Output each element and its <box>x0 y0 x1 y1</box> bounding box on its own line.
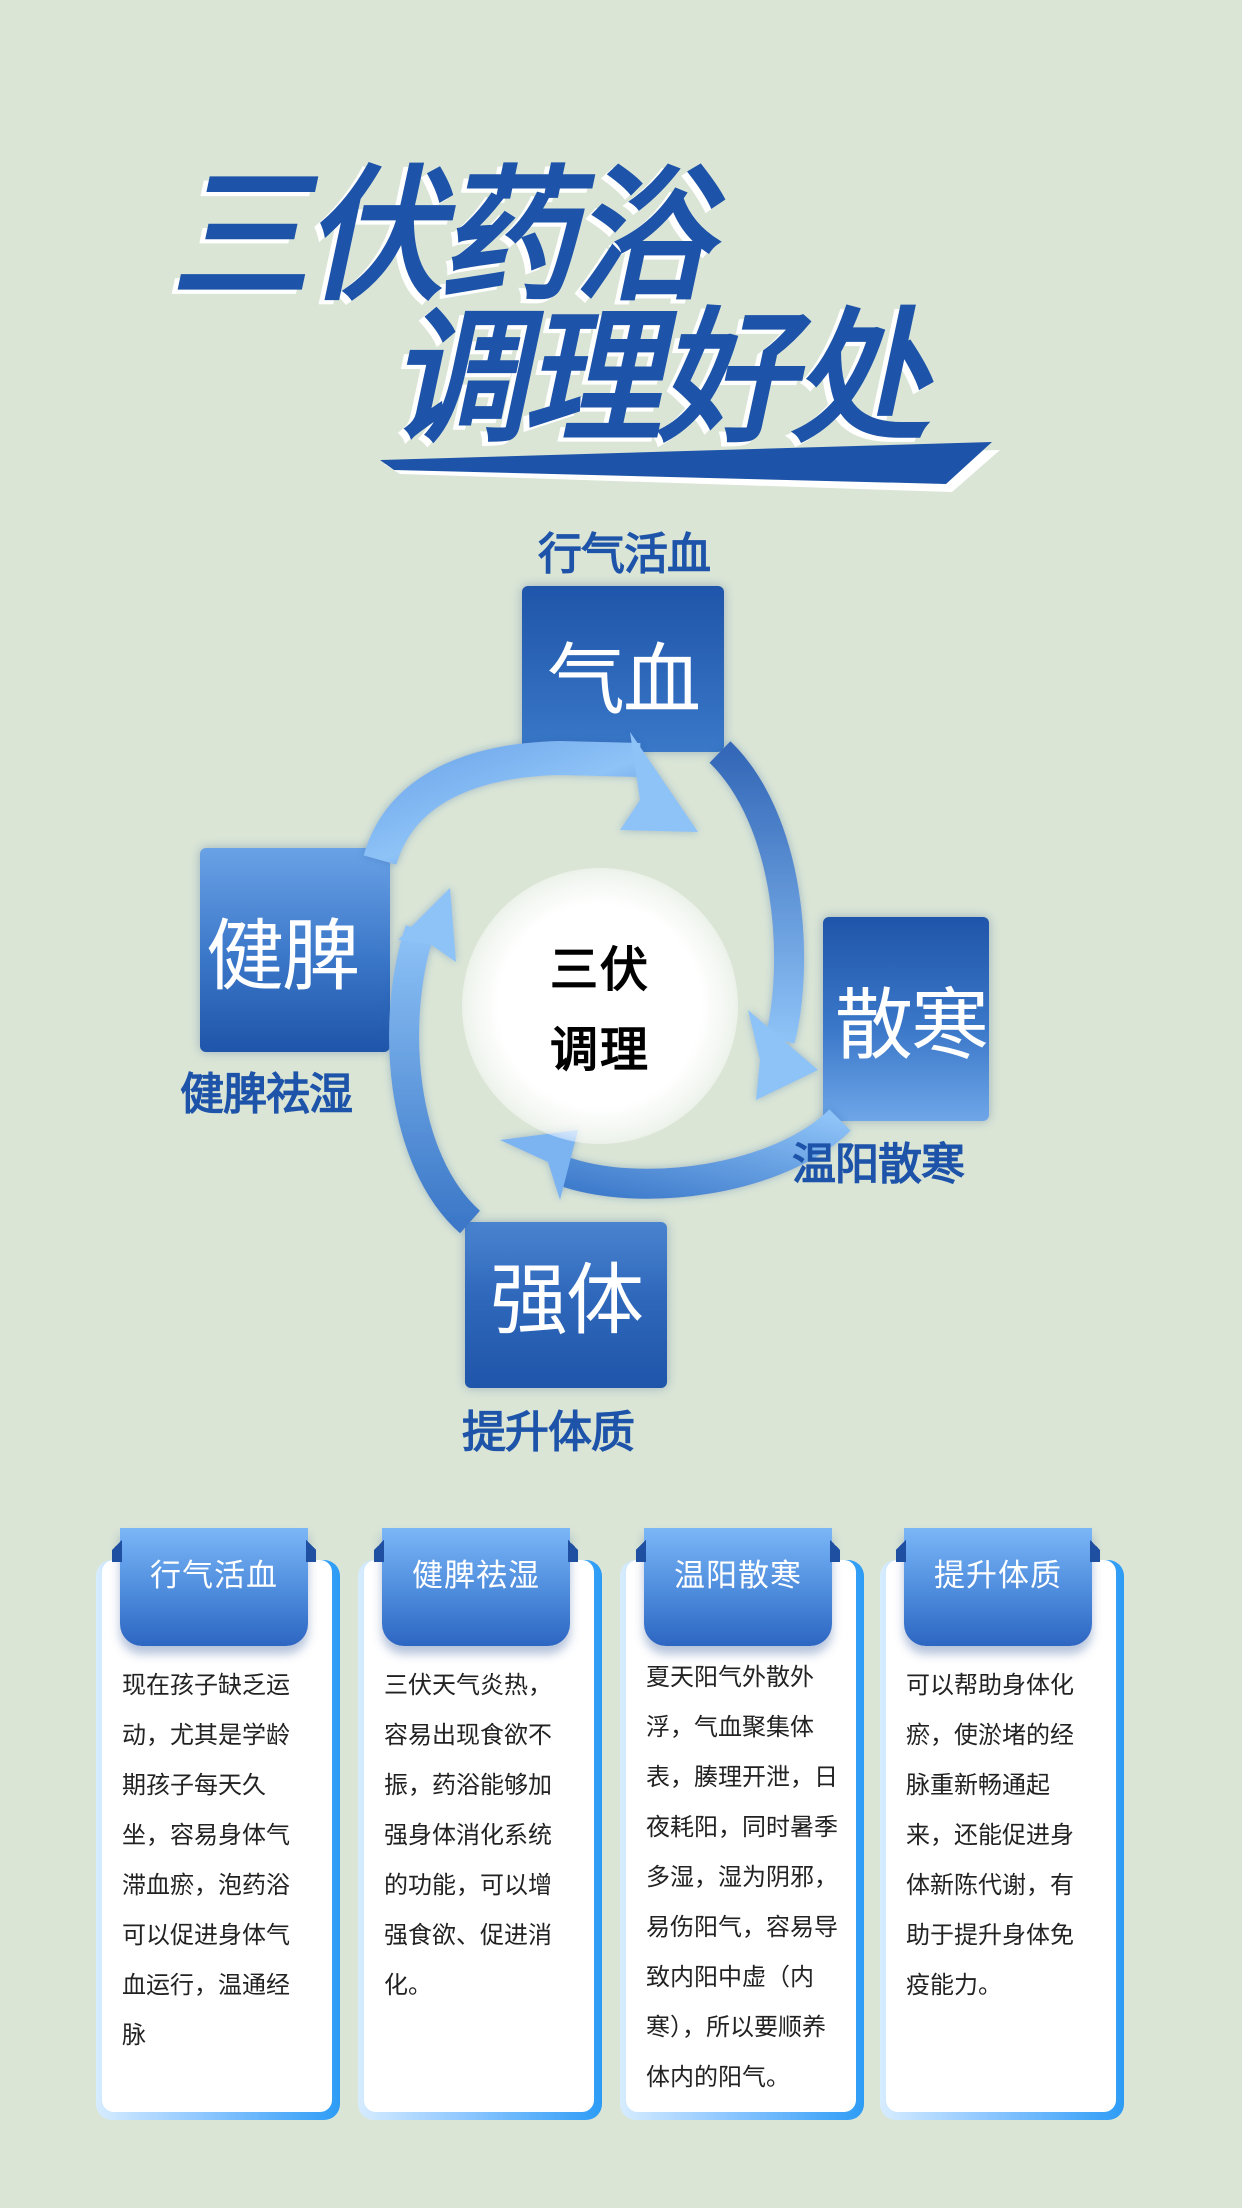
node-qiangti: 强体 <box>465 1222 667 1388</box>
card-body: 三伏天气炎热， 容易出现食欲不 振，药浴能够加 强身体消化系统 的功能，可以增 … <box>384 1671 552 1999</box>
caption-sanhan: 温阳散寒 <box>792 1139 965 1190</box>
benefit-card-qixue: 行气活血 现在孩子缺乏运 动，尤其是学龄 期孩子每天久 坐，容易身体气 滞血瘀，… <box>96 1528 340 2120</box>
card-body: 现在孩子缺乏运 动，尤其是学龄 期孩子每天久 坐，容易身体气 滞血瘀，泡药浴 可… <box>122 1671 290 2049</box>
card-inner <box>102 1560 332 2112</box>
card-ribbon-tab: 行气活血 <box>112 1528 316 1646</box>
card-ribbon-tab: 提升体质 <box>896 1528 1100 1646</box>
node-qixue-label: 气血 <box>546 636 701 726</box>
caption-jianpi: 健脾祛湿 <box>180 1069 353 1120</box>
node-sanhan-label: 散寒 <box>834 981 989 1071</box>
caption-qiangti: 提升体质 <box>462 1407 635 1458</box>
card-title: 行气活血 <box>150 1558 278 1594</box>
node-jianpi-label: 健脾 <box>206 912 360 1002</box>
node-qiangti-label: 强体 <box>489 1256 644 1346</box>
center-glow <box>462 868 738 1144</box>
card-ribbon-tab: 温阳散寒 <box>636 1528 840 1646</box>
node-jianpi: 健脾 <box>200 848 390 1052</box>
card-body: 夏天阳气外散外 浮，气血聚集体 表，腠理开泄，日 夜耗阳，同时暑季 多湿，湿为阴… <box>646 1663 838 2091</box>
title-line-2: 调理好处 <box>382 293 955 463</box>
center-label-line2: 调理 <box>549 1022 650 1078</box>
card-inner <box>886 1560 1116 2112</box>
caption-qixue: 行气活血 <box>538 529 711 580</box>
card-body: 可以帮助身体化 瘀，使淤堵的经 脉重新畅通起 来，还能促进身 体新陈代谢，有 助… <box>906 1671 1074 1999</box>
card-title: 提升体质 <box>934 1558 1062 1594</box>
node-sanhan: 散寒 <box>823 917 989 1121</box>
benefit-card-jianpi: 健脾祛湿 三伏天气炎热， 容易出现食欲不 振，药浴能够加 强身体消化系统 的功能… <box>358 1528 602 2120</box>
title-underline-swoosh <box>380 442 1000 492</box>
card-inner <box>626 1560 856 2112</box>
card-inner <box>364 1560 594 2112</box>
center-label: 三伏 调理 <box>462 930 738 1090</box>
card-title: 健脾祛湿 <box>412 1558 540 1594</box>
card-title: 温阳散寒 <box>674 1558 802 1594</box>
title-line-1: 三伏药浴 <box>164 151 737 321</box>
center-label-line1: 三伏 <box>549 942 650 998</box>
benefit-card-qiangti: 提升体质 可以帮助身体化 瘀，使淤堵的经 脉重新畅通起 来，还能促进身 体新陈代… <box>880 1528 1124 2120</box>
benefit-card-sanhan: 温阳散寒 夏天阳气外散外 浮，气血聚集体 表，腠理开泄，日 夜耗阳，同时暑季 多… <box>620 1528 864 2120</box>
card-ribbon-tab: 健脾祛湿 <box>374 1528 578 1646</box>
node-qixue: 气血 <box>522 586 724 752</box>
